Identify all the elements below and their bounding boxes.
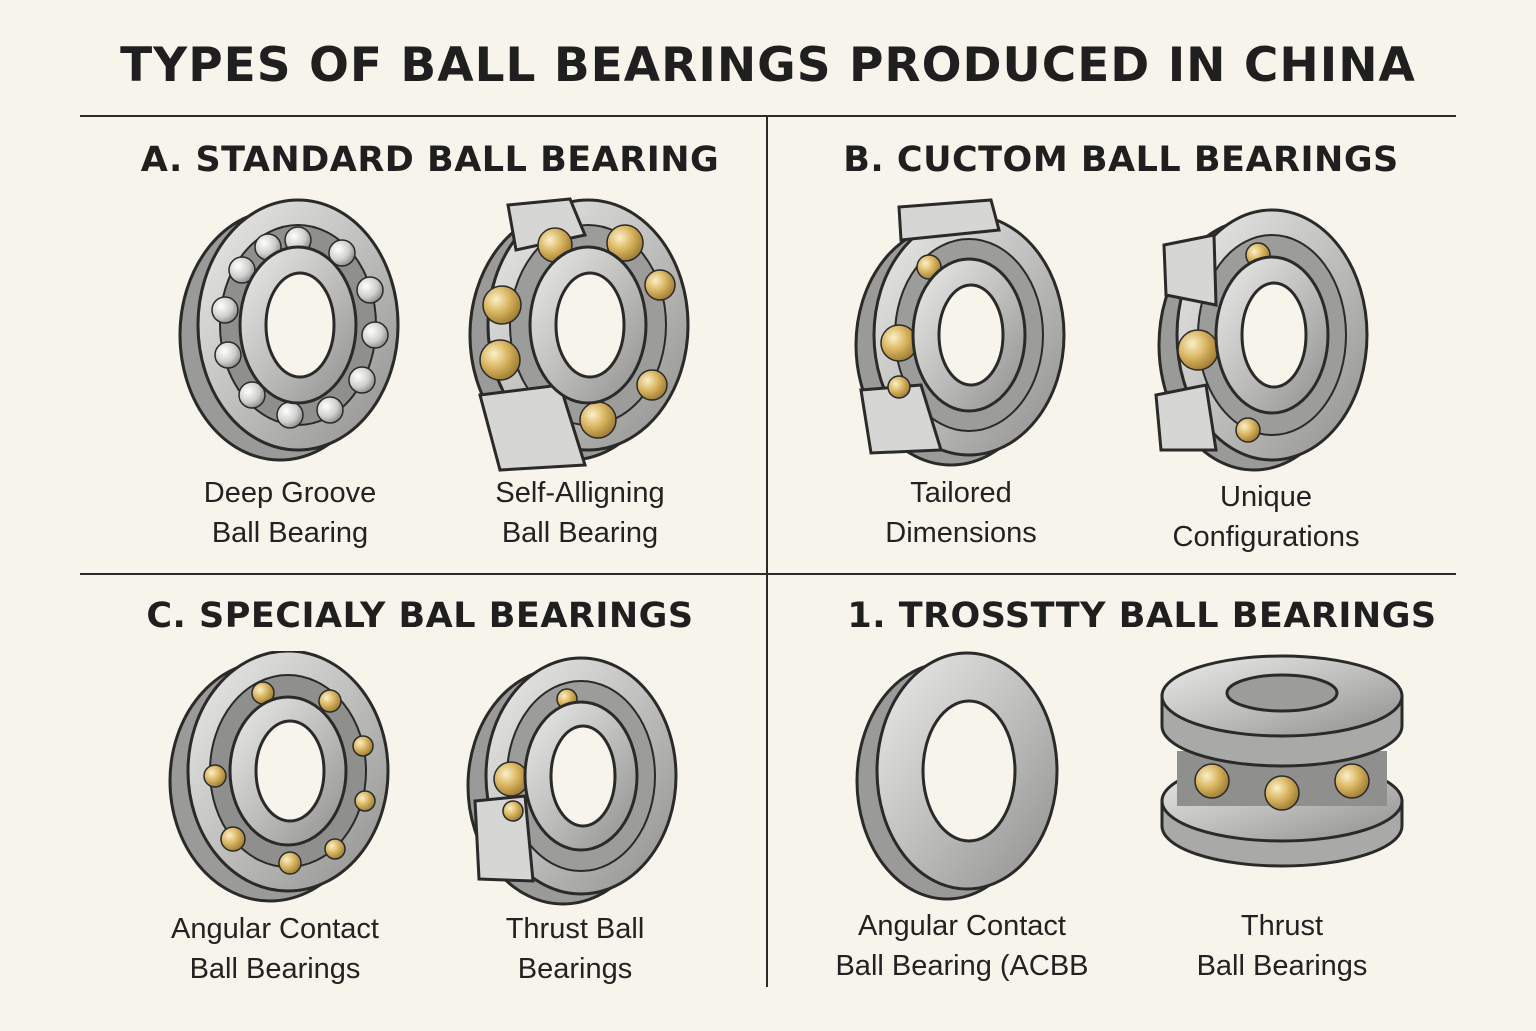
self-aligning-bearing-icon — [468, 197, 690, 472]
section-heading: C. SPECIALY BAL BEARINGS — [146, 596, 694, 636]
bearing-caption: Unique Configurations — [1106, 477, 1426, 557]
bearing-card: Self-Alligning Ball Bearing — [420, 195, 740, 575]
caption-line: Thrust Ball — [505, 913, 645, 945]
caption-line: Self-Alligning — [495, 477, 665, 509]
bearing-card: Angular Contact Ball Bearing (ACBB — [802, 651, 1122, 1031]
caption-line: Tailored — [910, 477, 1012, 509]
bearing-caption: Tailored Dimensions — [801, 473, 1121, 553]
bearing-caption: Self-Alligning Ball Bearing — [420, 473, 740, 553]
section-heading: 1. TROSSTTY BALL BEARINGS — [847, 596, 1437, 636]
caption-line: Bearings — [517, 953, 633, 985]
bearing-caption: Deep Groove Ball Bearing — [130, 473, 450, 553]
tailored-bearing-icon — [854, 198, 1066, 467]
caption-line: Angular Contact — [858, 910, 1066, 942]
deep-groove-bearing-icon — [178, 198, 400, 462]
plain-ring-bearing-icon — [855, 651, 1059, 901]
caption-line: Ball Bearing — [211, 517, 369, 549]
middle-divider — [80, 573, 1456, 575]
bearing-card: Angular Contact Ball Bearings — [115, 651, 435, 1031]
bearing-caption: Angular Contact Ball Bearing (ACBB — [802, 906, 1122, 986]
section-specialty: C. SPECIALY BAL BEARINGS Angular Contact… — [75, 596, 765, 1016]
thrust-stack-bearing-icon — [1160, 654, 1404, 868]
section-heading: B. CUCTOM BALL BEARINGS — [843, 140, 1399, 180]
angular-contact-bearing-icon — [168, 651, 390, 903]
section-heading: A. STANDARD BALL BEARING — [140, 140, 720, 180]
section-standard: A. STANDARD BALL BEARING Deep Groove Bal… — [85, 140, 775, 560]
caption-line: Unique — [1220, 481, 1312, 513]
caption-line: Ball Bearings — [1196, 950, 1368, 982]
caption-line: Ball Bearing — [501, 517, 659, 549]
unique-config-bearing-icon — [1154, 208, 1369, 472]
caption-line: Configurations — [1172, 521, 1360, 553]
bearing-card: Thrust Ball Bearings — [415, 651, 735, 1031]
caption-line: Dimensions — [885, 517, 1037, 549]
bearing-card: Unique Configurations — [1106, 195, 1426, 575]
caption-line: Deep Groove — [203, 477, 377, 509]
section-trossty: 1. TROSSTTY BALL BEARINGS Angular Contac… — [797, 596, 1487, 1016]
thrust-cutaway-bearing-icon — [466, 656, 678, 906]
bearing-card: Tailored Dimensions — [801, 195, 1121, 575]
caption-line: Angular Contact — [171, 913, 379, 945]
caption-line: Ball Bearing (ACBB — [835, 950, 1089, 982]
bearing-caption: Thrust Ball Bearings — [415, 909, 735, 989]
bearing-caption: Angular Contact Ball Bearings — [115, 909, 435, 989]
section-custom: B. CUCTOM BALL BEARINGS Tailored Dimensi… — [776, 140, 1466, 560]
bearing-caption: Thrust Ball Bearings — [1122, 906, 1442, 986]
bearing-card: Thrust Ball Bearings — [1122, 651, 1442, 1031]
bearing-card: Deep Groove Ball Bearing — [130, 195, 450, 575]
page-title: TYPES OF BALL BEARINGS PRODUCED IN CHINA — [120, 38, 1416, 93]
caption-line: Thrust — [1240, 910, 1324, 942]
caption-line: Ball Bearings — [189, 953, 361, 985]
top-divider — [80, 115, 1456, 117]
center-divider — [766, 117, 768, 987]
